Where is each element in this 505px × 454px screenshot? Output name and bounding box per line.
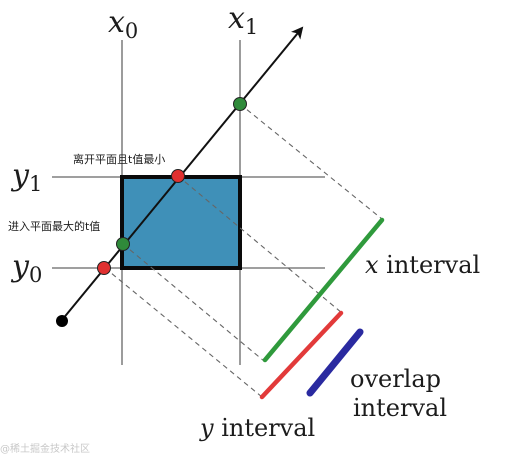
y1-label: y1 [10, 158, 42, 196]
x1-exit-point [233, 97, 247, 111]
projection-lines [104, 103, 383, 398]
watermark: @稀土掘金技术社区 [0, 442, 90, 454]
ray-origin-point [56, 315, 68, 327]
projection-line-x1 [239, 103, 383, 220]
y-interval-label: y interval [199, 414, 315, 442]
projection-line-y0 [104, 267, 263, 398]
enter-plane-annotation: 进入平面最大的t值 [8, 219, 100, 233]
enter-plane-point [116, 237, 130, 251]
exit-plane-annotation: 离开平面且t值最小 [73, 152, 165, 166]
y0-entry-point [97, 261, 111, 275]
projection-line-enter [122, 243, 265, 362]
y0-label: y0 [10, 249, 42, 287]
y-interval-segment [259, 310, 344, 400]
x1-label: x1 [228, 1, 258, 39]
x-interval-label: x interval [365, 251, 480, 279]
x-interval-segment [262, 217, 385, 363]
overlap-interval-label-line1: overlap [350, 365, 441, 393]
overlap-interval-label-line2: interval [353, 394, 447, 422]
x0-label: x0 [108, 5, 138, 43]
overlap-interval-segment [306, 328, 364, 397]
exit-plane-point [171, 169, 185, 183]
bounding-box [120, 175, 242, 270]
